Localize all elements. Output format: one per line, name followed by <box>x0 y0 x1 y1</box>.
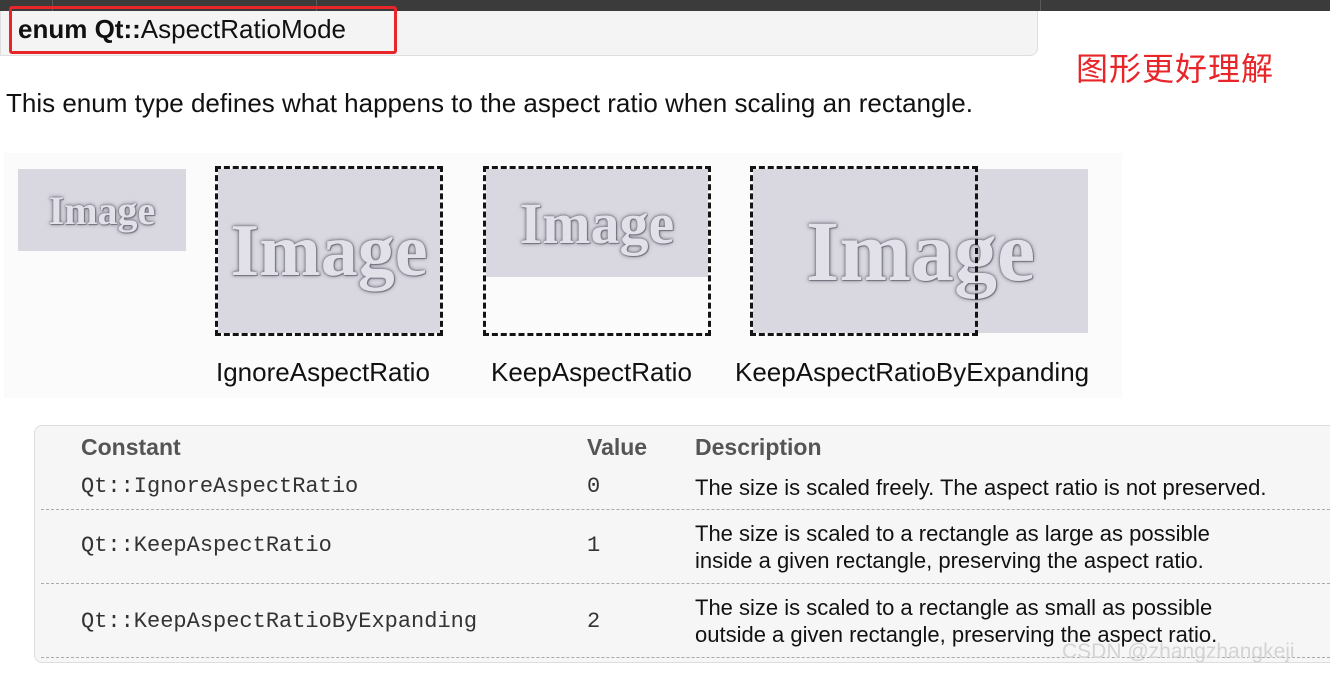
table-row: Qt::IgnoreAspectRatio 0 The size is scal… <box>35 466 1330 510</box>
column-header-value: Value <box>587 434 648 460</box>
watermark: CSDN @zhangzhangkeji <box>1062 640 1295 663</box>
heading-box <box>0 11 1038 56</box>
table-row: Qt::KeepAspectRatioByExpanding 2 The siz… <box>35 584 1330 658</box>
constant-cell: Qt::IgnoreAspectRatio <box>81 474 359 499</box>
row-separator <box>41 583 1330 584</box>
expanding-aspect-image: Image <box>753 169 1088 333</box>
ignore-aspect-target-frame <box>215 166 443 336</box>
description-cell: The size is scaled to a rectangle as sma… <box>695 594 1217 648</box>
description-cell: The size is scaled freely. The aspect ra… <box>695 474 1266 501</box>
ignore-aspect-image: Image <box>218 169 440 333</box>
column-header-constant: Constant <box>81 434 181 460</box>
top-bar-divider <box>1040 0 1041 11</box>
description-cell: The size is scaled to a rectangle as lar… <box>695 520 1210 574</box>
keep-aspect-image: Image <box>486 169 708 277</box>
description-line: The size is scaled freely. The aspect ra… <box>695 475 1267 500</box>
constant-cell: Qt::KeepAspectRatio <box>81 533 332 558</box>
value-cell: 0 <box>587 474 601 499</box>
row-separator <box>41 657 1330 658</box>
column-header-description: Description <box>695 434 822 460</box>
description-line: outside a given rectangle, preserving th… <box>695 622 1218 647</box>
enum-values-table: Constant Value Description Qt::IgnoreAsp… <box>34 425 1330 663</box>
caption-keep: KeepAspectRatio <box>491 357 692 387</box>
top-bar-divider <box>316 0 317 11</box>
enum-keyword: enum Qt:: <box>18 14 141 44</box>
top-bar-divider <box>52 0 53 11</box>
caption-ignore: IgnoreAspectRatio <box>216 357 430 387</box>
description-line: The size is scaled to a rectangle as sma… <box>695 595 1213 620</box>
original-image: Image <box>18 169 186 251</box>
value-cell: 2 <box>587 609 601 634</box>
description-line: inside a given rectangle, preserving the… <box>695 548 1204 573</box>
enum-heading-highlight: enum Qt::AspectRatioMode <box>9 6 397 54</box>
window-top-bar <box>0 0 1330 11</box>
row-separator <box>41 509 1330 510</box>
enum-name: AspectRatioMode <box>140 14 346 44</box>
value-cell: 1 <box>587 533 601 558</box>
keep-aspect-target-frame <box>483 166 711 336</box>
caption-expanding: KeepAspectRatioByExpanding <box>735 357 1090 387</box>
intro-paragraph: This enum type defines what happens to t… <box>6 88 973 118</box>
expanding-aspect-target-frame <box>750 166 978 336</box>
red-annotation: 图形更好理解 <box>1076 50 1275 88</box>
description-line: The size is scaled to a rectangle as lar… <box>695 521 1210 546</box>
table-row: Qt::KeepAspectRatio 1 The size is scaled… <box>35 510 1330 584</box>
aspect-ratio-figure: Image Image IgnoreAspectRatio Image Keep… <box>4 153 1122 398</box>
constant-cell: Qt::KeepAspectRatioByExpanding <box>81 609 478 634</box>
